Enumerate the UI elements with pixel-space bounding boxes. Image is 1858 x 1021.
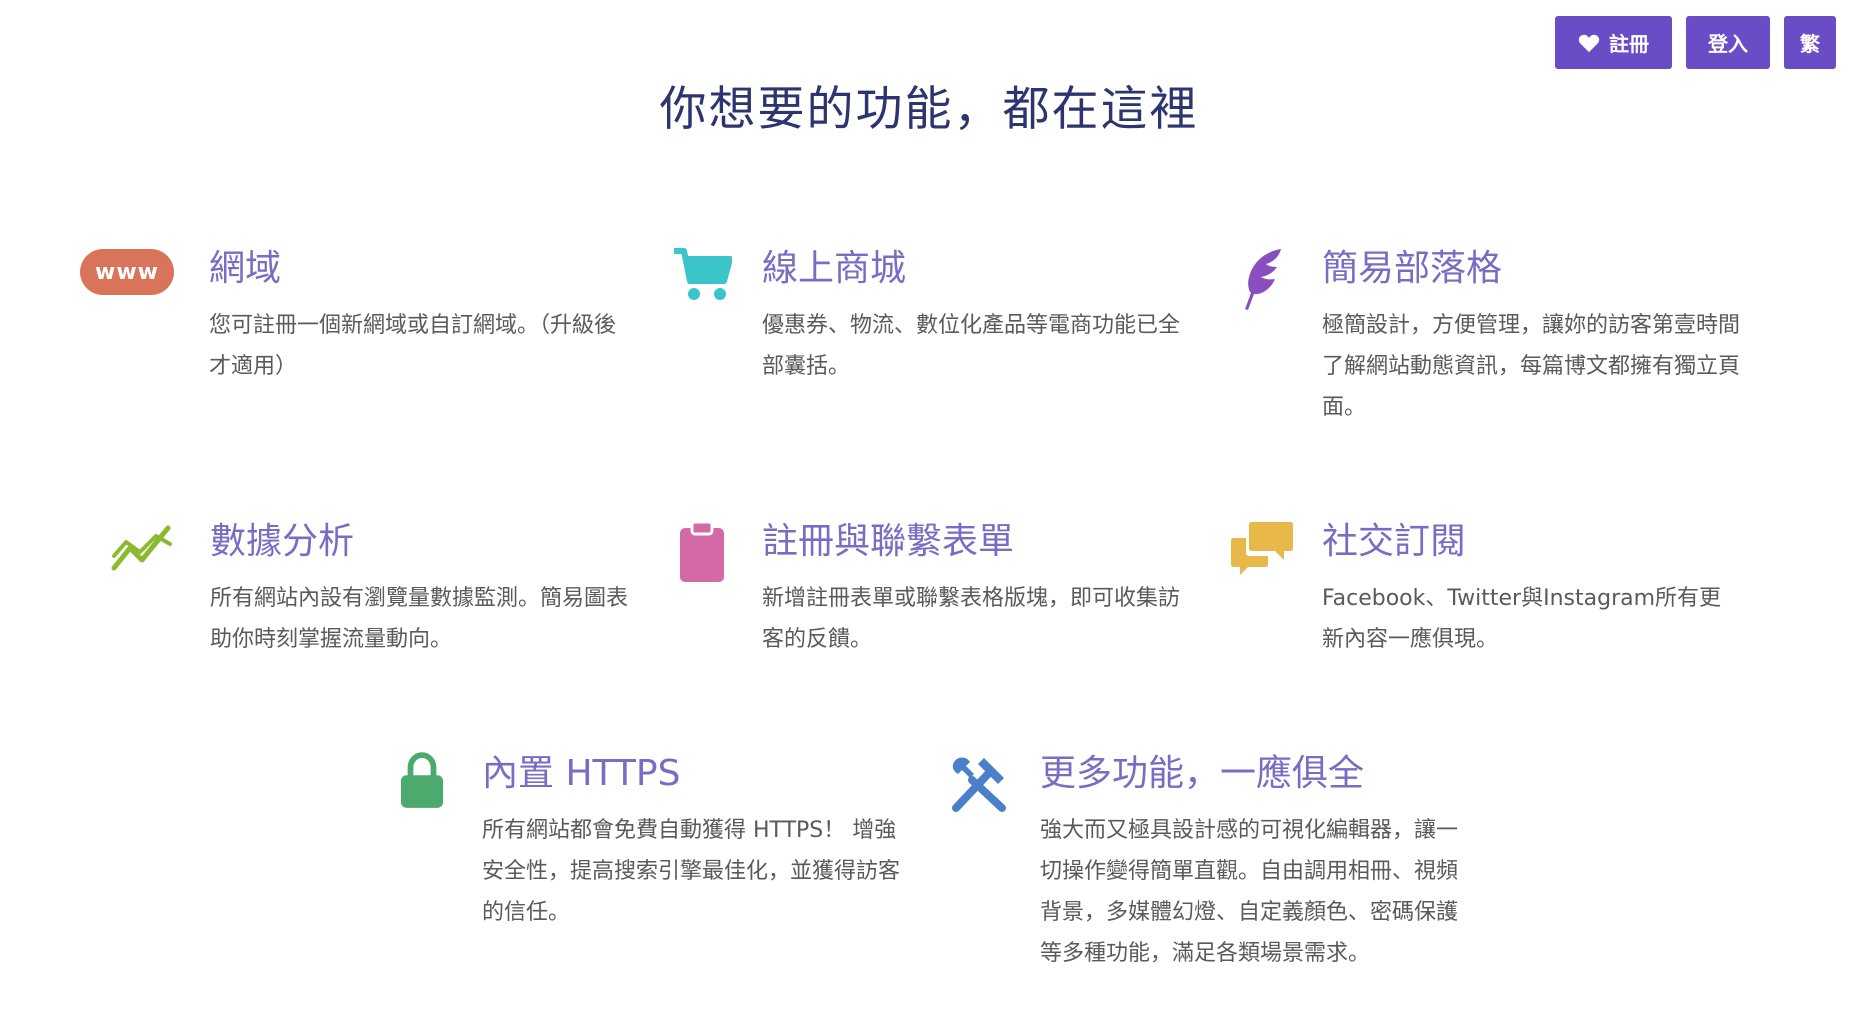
tools-icon bbox=[948, 752, 1012, 816]
feature-title: 線上商城 bbox=[762, 248, 907, 289]
www-icon: www bbox=[80, 249, 174, 295]
feature-description: Facebook、Twitter與Instagram所有更新內容一應俱現。 bbox=[1322, 586, 1722, 652]
feature-shop: 線上商城 優惠券、物流、數位化產品等電商功能已全部囊括。 bbox=[652, 247, 1182, 387]
shopping-cart-icon bbox=[672, 247, 733, 307]
feature-domain: www 網域 您可註冊一個新網域或自訂網域。（升級後才適用） bbox=[77, 247, 629, 387]
feature-description: 所有網站都會免費自動獲得 HTTPS！ 增強安全性，提高搜索引擎最佳化，並獲得訪… bbox=[482, 818, 901, 925]
page-title: 你想要的功能，都在這裡 bbox=[659, 82, 1199, 137]
feature-title: 更多功能，一應俱全 bbox=[1040, 753, 1365, 794]
feature-description: 您可註冊一個新網域或自訂網域。（升級後才適用） bbox=[209, 313, 617, 379]
top-actions: 註冊 登入 繁 bbox=[1555, 16, 1836, 69]
feature-title: 數據分析 bbox=[210, 521, 355, 562]
heart-icon bbox=[1578, 33, 1600, 53]
register-label: 註冊 bbox=[1609, 34, 1649, 56]
feature-description: 優惠券、物流、數位化產品等電商功能已全部囊括。 bbox=[762, 313, 1181, 379]
feature-social: 社交訂閱 Facebook、Twitter與Instagram所有更新內容一應俱… bbox=[1212, 520, 1742, 660]
feature-description: 新增註冊表單或聯繫表格版塊，即可收集訪客的反饋。 bbox=[762, 586, 1181, 652]
feature-analytics: 數據分析 所有網站內設有瀏覽量數據監測。簡易圖表助你時刻掌握流量動向。 bbox=[107, 520, 630, 660]
feature-title: 內置 HTTPS bbox=[482, 753, 681, 794]
register-button[interactable]: 註冊 bbox=[1555, 16, 1672, 69]
feature-blog: 簡易部落格 極簡設計，方便管理，讓妳的訪客第壹時間了解網站動態資訊，每篇博文都擁… bbox=[1212, 247, 1742, 428]
feather-icon bbox=[1237, 247, 1287, 315]
feature-title: 社交訂閱 bbox=[1322, 521, 1467, 562]
login-button[interactable]: 登入 bbox=[1686, 16, 1770, 69]
feature-more: 更多功能，一應俱全 強大而又極具設計感的可視化編輯器，讓一切操作變得簡單直觀。自… bbox=[930, 752, 1460, 974]
chat-bubbles-icon bbox=[1230, 520, 1294, 580]
feature-description: 所有網站內設有瀏覽量數據監測。簡易圖表助你時刻掌握流量動向。 bbox=[210, 586, 629, 652]
language-button[interactable]: 繁 bbox=[1784, 16, 1836, 69]
feature-https: 內置 HTTPS 所有網站都會免費自動獲得 HTTPS！ 增強安全性，提高搜索引… bbox=[372, 752, 902, 933]
lock-icon bbox=[399, 752, 445, 814]
feature-description: 強大而又極具設計感的可視化編輯器，讓一切操作變得簡單直觀。自由調用相冊、視頻背景… bbox=[1040, 818, 1459, 966]
feature-title: 簡易部落格 bbox=[1322, 248, 1503, 289]
feature-description: 極簡設計，方便管理，讓妳的訪客第壹時間了解網站動態資訊，每篇博文都擁有獨立頁面。 bbox=[1322, 313, 1741, 420]
line-chart-icon bbox=[110, 520, 174, 580]
feature-forms: 註冊與聯繫表單 新增註冊表單或聯繫表格版塊，即可收集訪客的反饋。 bbox=[652, 520, 1182, 660]
feature-title: 註冊與聯繫表單 bbox=[762, 521, 1015, 562]
clipboard-icon bbox=[678, 520, 726, 588]
feature-title: 網域 bbox=[209, 248, 282, 289]
